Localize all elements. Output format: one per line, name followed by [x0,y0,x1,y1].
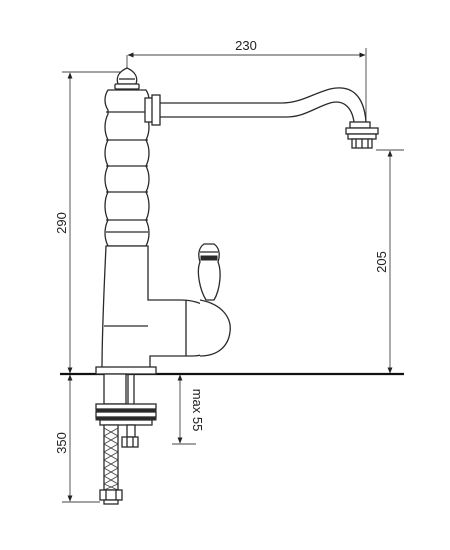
hose-length-label: 350 [54,432,69,454]
max-thickness-label: max 55 [190,389,205,432]
lower-body [95,245,231,375]
dimension-total-height: 290 [54,71,122,374]
finial [114,67,140,90]
spout-height-label: 205 [374,251,389,273]
dimension-max-thickness: max 55 [172,374,205,445]
spout-reach-label: 230 [235,38,257,53]
dimension-spout-height: 205 [374,149,404,374]
total-height-label: 290 [54,212,69,234]
mounting-assembly [95,373,157,505]
column [104,89,150,247]
spout [144,87,379,149]
dimension-spout-reach: 230 [126,38,367,120]
faucet [95,67,379,375]
dimension-hose-length: 350 [54,374,100,503]
lever-handle [197,243,221,301]
